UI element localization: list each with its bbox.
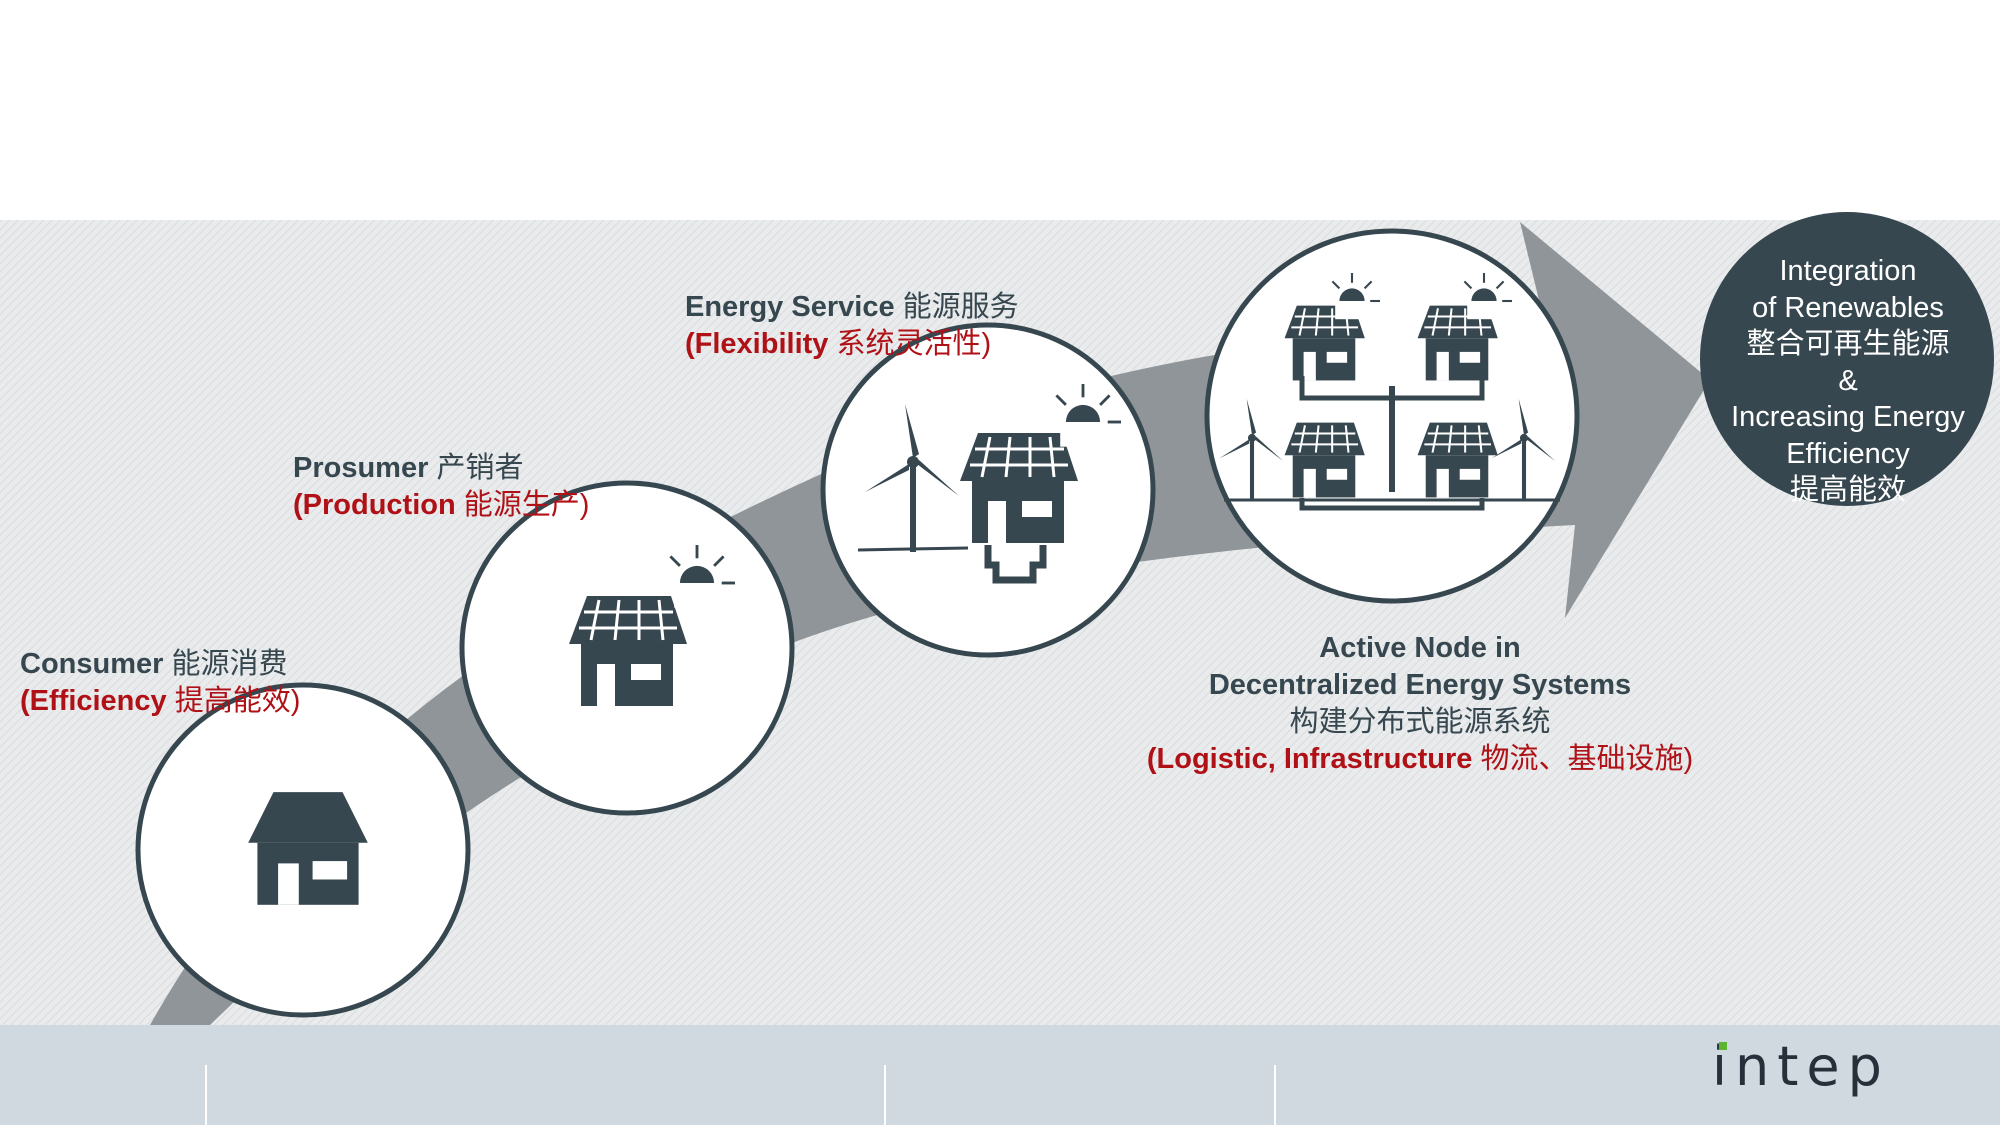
- goal-line: Integration: [1779, 255, 1917, 287]
- active-node-circle: [1204, 228, 1580, 604]
- goal-line: of Renewables: [1752, 291, 1944, 324]
- goal-circle: [1700, 212, 1994, 506]
- footer-divider: [1274, 1065, 1276, 1125]
- active-node-sub: (Logistic, Infrastructure: [1146, 743, 1473, 775]
- consumer-sub: (Efficiency: [20, 685, 167, 717]
- prosumer-sub: (Production: [293, 489, 456, 521]
- consumer-circle: [135, 682, 471, 1018]
- prosumer-sub-cn: 能源生产): [463, 489, 590, 521]
- consumer-sub-cn: 提高能效): [174, 685, 301, 717]
- goal-line: Efficiency: [1786, 437, 1910, 470]
- goal-line: 提高能效: [1789, 474, 1906, 506]
- energy-service-title-cn: 能源服务: [902, 291, 1019, 323]
- energy-service-circle: [820, 322, 1156, 658]
- footer-divider: [205, 1065, 207, 1125]
- active-node-title-cn: 构建分布式能源系统: [1289, 706, 1551, 738]
- prosumer-circle: [459, 480, 795, 816]
- consumer-title: Consumer: [20, 648, 164, 680]
- goal-line: &: [1838, 364, 1858, 397]
- goal-line: Increasing Energy: [1731, 401, 1965, 433]
- prosumer-title-cn: 产销者: [436, 452, 524, 484]
- footer-divider: [884, 1065, 886, 1125]
- energy-service-label: Energy Service 能源服务 (Flexibility 系统灵活性): [685, 289, 1019, 363]
- energy-service-title: Energy Service: [685, 291, 895, 323]
- goal-text: Integration of Renewables 整合可再生能源 & Incr…: [1700, 253, 1996, 509]
- logo-dot: [1719, 1042, 1727, 1050]
- energy-service-sub-cn: 系统灵活性): [836, 328, 992, 360]
- goal-line: 整合可再生能源: [1746, 328, 1950, 360]
- footer-bar: [0, 1025, 2000, 1125]
- consumer-label: Consumer 能源消费 (Efficiency 提高能效): [20, 646, 300, 720]
- energy-service-sub: (Flexibility: [685, 328, 829, 360]
- consumer-title-cn: 能源消费: [171, 648, 288, 680]
- active-node-sub-cn: 物流、基础设施): [1480, 743, 1694, 775]
- active-node-label: Active Node in Decentralized Energy Syst…: [1120, 630, 1720, 778]
- intep-logo: intep: [1712, 1035, 1890, 1098]
- active-node-title-line1: Active Node in: [1319, 632, 1521, 664]
- active-node-title-line2: Decentralized Energy Systems: [1208, 669, 1632, 701]
- prosumer-label: Prosumer 产销者 (Production 能源生产): [293, 450, 589, 524]
- prosumer-title: Prosumer: [293, 452, 429, 484]
